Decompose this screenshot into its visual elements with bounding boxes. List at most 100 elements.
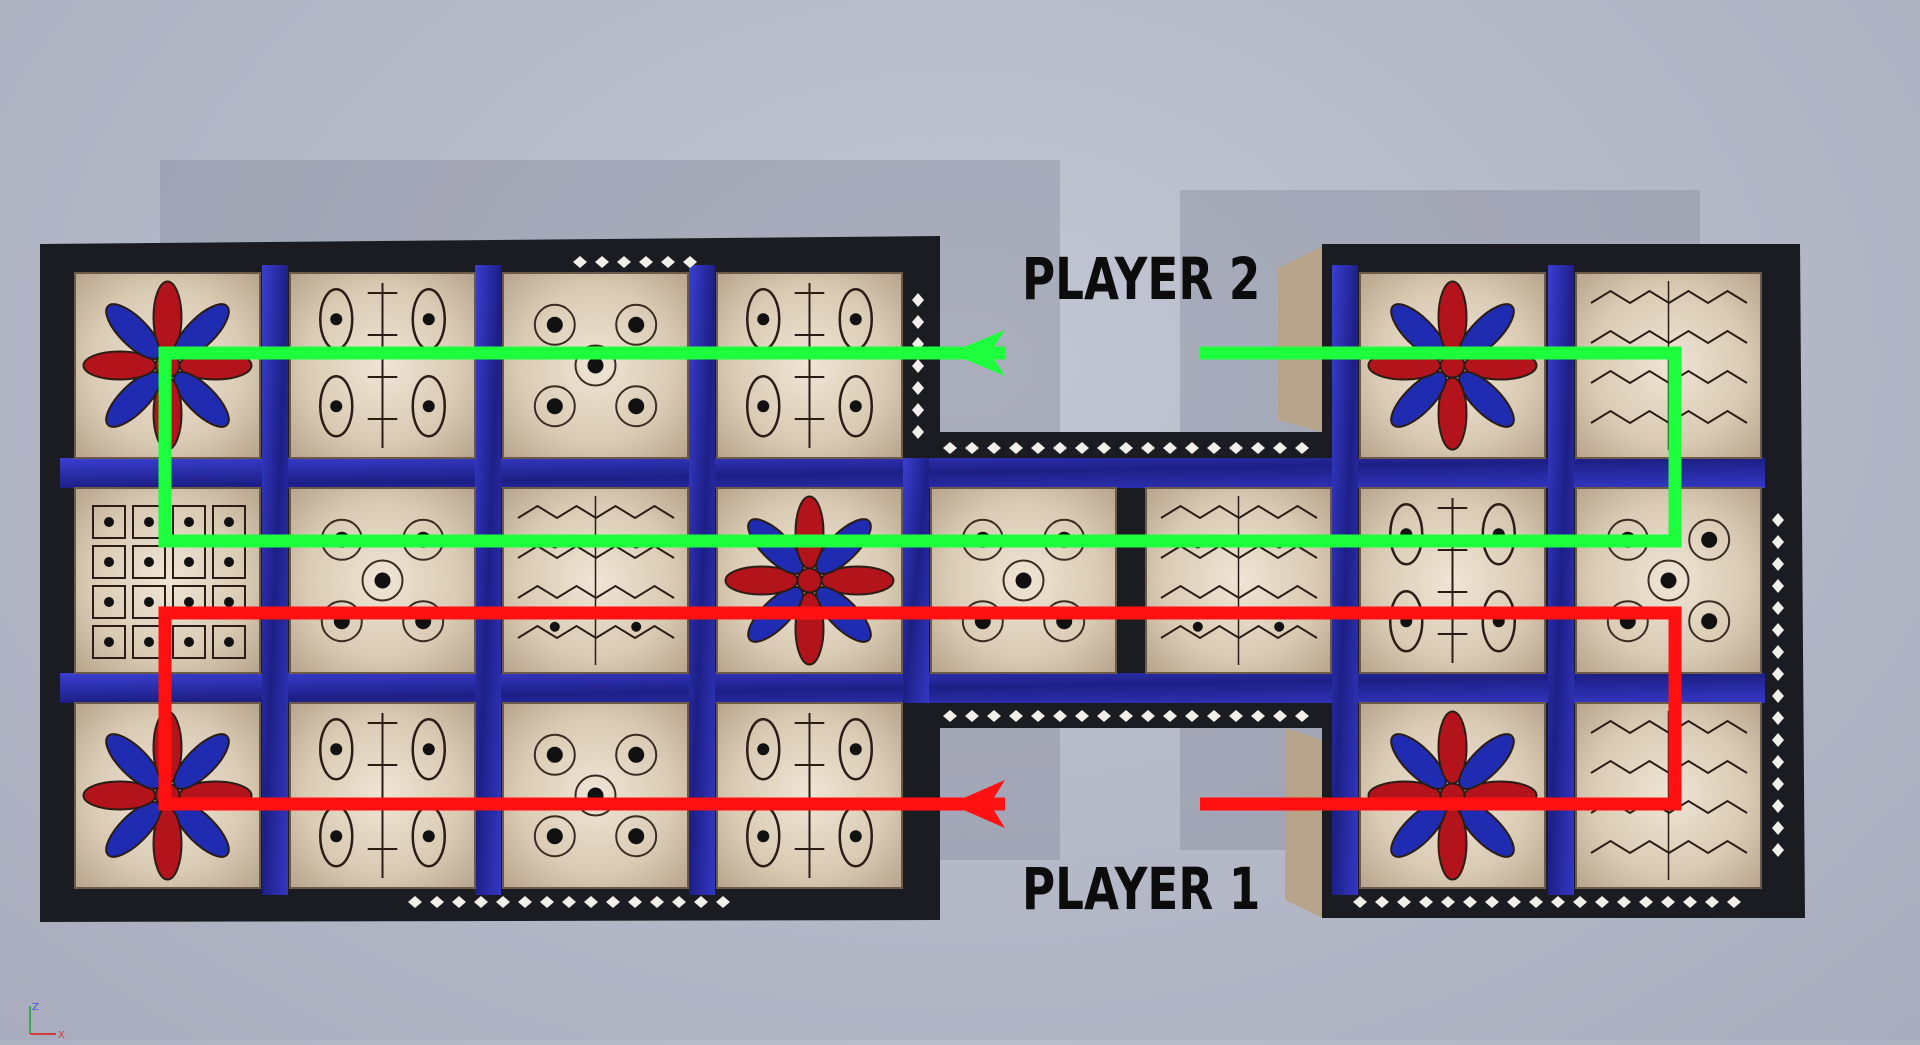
diamond-inlay bbox=[1141, 710, 1155, 722]
dot bbox=[587, 357, 604, 374]
diamond-inlay bbox=[1772, 535, 1784, 549]
lapis-inlay bbox=[60, 265, 1765, 895]
board-square-eyes[interactable] bbox=[289, 702, 476, 889]
dot bbox=[1274, 621, 1285, 632]
board-square-rosette[interactable] bbox=[1359, 702, 1546, 889]
diamond-inlay bbox=[1009, 442, 1023, 454]
board-square-rosette[interactable] bbox=[716, 487, 903, 674]
dot-ring bbox=[1002, 559, 1045, 602]
diamond-inlay bbox=[1419, 896, 1433, 908]
player2-path-line bbox=[158, 346, 1682, 548]
diamond-inlay bbox=[1053, 710, 1067, 722]
eye-shape bbox=[746, 718, 781, 781]
dot-ring bbox=[402, 600, 445, 643]
player1-path bbox=[158, 606, 1682, 828]
board-squares bbox=[74, 272, 1762, 889]
diamond-inlay bbox=[1661, 896, 1675, 908]
board-square-five-dots[interactable] bbox=[502, 272, 689, 459]
board-square-five-dots[interactable] bbox=[502, 702, 689, 889]
dot bbox=[184, 557, 194, 567]
diamond-inlay bbox=[1573, 896, 1587, 908]
eye-pupil bbox=[330, 830, 343, 843]
dot bbox=[104, 517, 114, 527]
board-square-eyes[interactable] bbox=[716, 272, 903, 459]
board-square-zigzag-dots[interactable] bbox=[502, 487, 689, 674]
diamond-inlay bbox=[1772, 557, 1784, 571]
diamond-inlay bbox=[496, 896, 510, 908]
diamond-inlay bbox=[639, 256, 653, 268]
diamond-inlay bbox=[1075, 442, 1089, 454]
diamond-inlay bbox=[965, 442, 979, 454]
eye-shape bbox=[411, 718, 446, 781]
eye-pupil bbox=[849, 830, 862, 843]
axis-z-label: Z bbox=[32, 1002, 39, 1013]
dot-ring bbox=[320, 600, 363, 643]
diamond-inlay bbox=[1141, 442, 1155, 454]
diamond-inlay bbox=[617, 256, 631, 268]
lapis-strip-vertical bbox=[262, 265, 288, 895]
board-square-rosette[interactable] bbox=[1359, 272, 1546, 459]
axis-gizmo-icon: Z X bbox=[29, 1002, 65, 1040]
eye-pupil bbox=[757, 743, 770, 756]
diamond-inlay bbox=[912, 381, 924, 395]
rosette-center bbox=[796, 567, 823, 594]
diamond-inlay bbox=[1772, 755, 1784, 769]
diamond-inlay bbox=[1397, 896, 1411, 908]
board-square-five-dots[interactable] bbox=[289, 487, 476, 674]
dot bbox=[184, 597, 194, 607]
diamond-inlay bbox=[1295, 710, 1309, 722]
diamond-inlay bbox=[1683, 896, 1697, 908]
player1-label: PLAYER 1 bbox=[1022, 855, 1261, 923]
diamond-inlay bbox=[474, 896, 488, 908]
eye-pupil bbox=[422, 743, 435, 756]
dot bbox=[1660, 572, 1677, 589]
diamond-inlay bbox=[430, 896, 444, 908]
eye-pupil bbox=[422, 400, 435, 413]
eye-pupil bbox=[757, 830, 770, 843]
diamond-inlay bbox=[1031, 442, 1045, 454]
dot bbox=[1701, 531, 1718, 548]
dot-ring bbox=[1043, 600, 1086, 643]
diamond-inlay bbox=[1251, 710, 1265, 722]
diamond-inlay bbox=[672, 896, 686, 908]
lapis-strip-vertical bbox=[1548, 265, 1574, 895]
diamond-inlay bbox=[1229, 710, 1243, 722]
diamond-inlay bbox=[1705, 896, 1719, 908]
diamond-inlay bbox=[1485, 896, 1499, 908]
diamond-inlay bbox=[683, 256, 697, 268]
lapis-strip-vertical bbox=[903, 458, 929, 703]
board-square-eyes[interactable] bbox=[1359, 487, 1546, 674]
board-square-five-dots[interactable] bbox=[930, 487, 1117, 674]
eye-shape bbox=[319, 374, 354, 438]
diamond-inlay bbox=[987, 442, 1001, 454]
dot-ring bbox=[533, 815, 576, 858]
eye-shape bbox=[838, 718, 873, 781]
axis-x-label: X bbox=[58, 1030, 65, 1040]
eye-pupil bbox=[757, 313, 770, 326]
eye-shape bbox=[838, 374, 873, 438]
dot-ring bbox=[615, 385, 658, 428]
diamond-inlay bbox=[452, 896, 466, 908]
dot bbox=[104, 597, 114, 607]
diamond-inlay bbox=[1772, 601, 1784, 615]
grid-square bbox=[92, 545, 126, 579]
diamond-inlay bbox=[1529, 896, 1543, 908]
diamond-inlay bbox=[606, 896, 620, 908]
diamond-inlay bbox=[1595, 896, 1609, 908]
diamond-inlay bbox=[1163, 710, 1177, 722]
eye-pupil bbox=[849, 743, 862, 756]
diamond-inlay bbox=[694, 896, 708, 908]
board-square-zigzag-dots[interactable] bbox=[1145, 487, 1332, 674]
dot-ring bbox=[961, 600, 1004, 643]
board-square-eyes[interactable] bbox=[289, 272, 476, 459]
diamond-inlay bbox=[1163, 442, 1177, 454]
dot bbox=[184, 637, 194, 647]
diamond-inlay bbox=[1727, 896, 1741, 908]
eye-shape bbox=[1389, 503, 1424, 566]
diamond-inlay bbox=[1772, 667, 1784, 681]
dot bbox=[1015, 572, 1032, 589]
diamond-inlay bbox=[1119, 710, 1133, 722]
grid-square bbox=[92, 505, 126, 539]
board-square-eyes[interactable] bbox=[716, 702, 903, 889]
